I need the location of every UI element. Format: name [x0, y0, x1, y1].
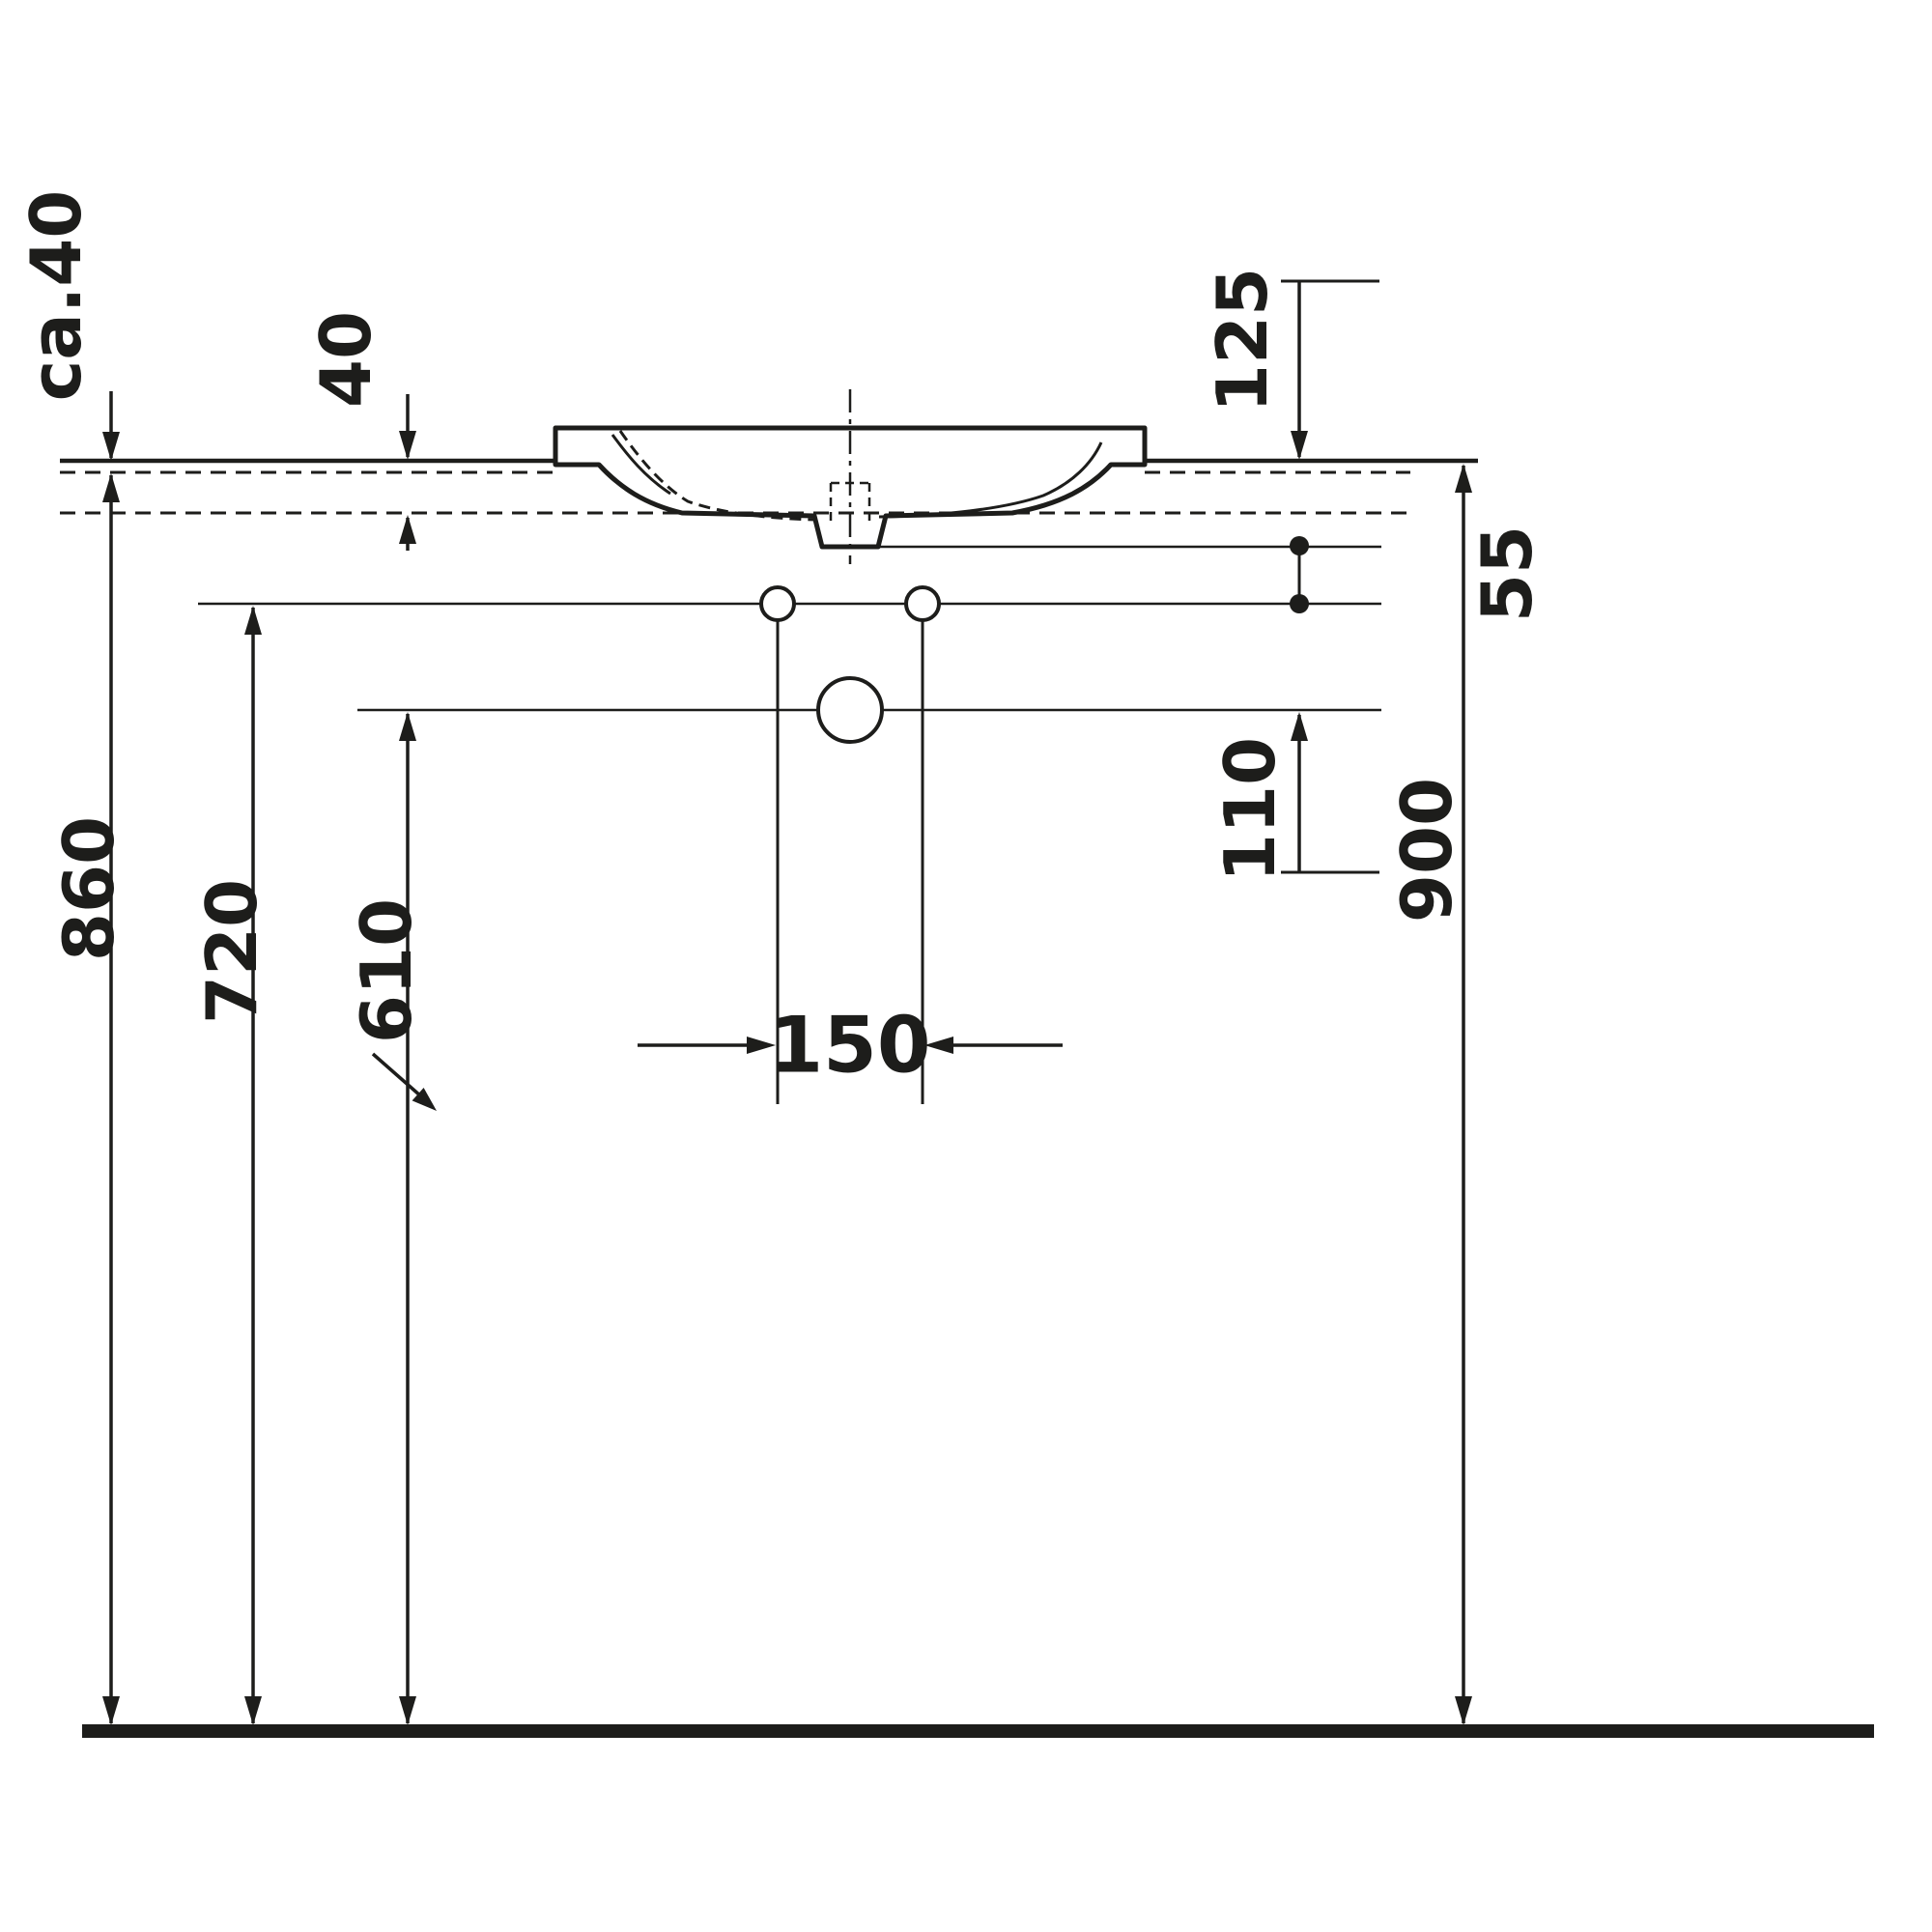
dim-610-down-arrowhead	[399, 1696, 416, 1725]
dim-610: 610	[346, 712, 427, 1725]
tap-hole-right-circle	[904, 585, 941, 622]
dim-610-up-arrowhead	[399, 712, 416, 741]
sink-inner-bowl-right	[878, 441, 1103, 519]
dim-125-arrowhead	[1291, 431, 1308, 460]
dim-label-40: 40	[305, 311, 386, 408]
dim-110: 110	[1209, 712, 1379, 882]
dim-55-upper-dot	[1290, 536, 1309, 555]
dim-40-up-arrowhead	[399, 515, 416, 544]
dim-label-900: 900	[1386, 778, 1467, 923]
dim-label-860: 860	[48, 816, 129, 961]
tap-hole-left-circle	[759, 585, 796, 622]
dim-55: 55	[1290, 526, 1548, 622]
dim-720-up-arrowhead	[244, 606, 262, 635]
drain-outlet-circle	[816, 676, 884, 744]
dim-150: 150	[638, 604, 1063, 1104]
dim-150-right-arrowhead	[924, 1037, 953, 1054]
dim-720-down-arrowhead	[244, 1696, 262, 1725]
drain-direction-arrowhead	[412, 1088, 437, 1111]
dim-ca40-arrowhead	[102, 432, 120, 461]
dim-110-arrowhead	[1291, 712, 1308, 741]
dim-label-ca40: ca.40	[15, 190, 97, 402]
dim-900-up-arrowhead	[1455, 464, 1472, 493]
dim-40: 40	[305, 311, 416, 551]
dim-label-55: 55	[1466, 526, 1548, 622]
countertop-lines	[60, 458, 1478, 474]
dim-125: 125	[1202, 268, 1379, 460]
dim-55-lower-dot	[1290, 594, 1309, 613]
dim-label-150: 150	[770, 1001, 931, 1091]
dim-label-110: 110	[1209, 737, 1291, 882]
sink-inner-bowl-left	[611, 434, 671, 496]
dim-label-125: 125	[1202, 268, 1283, 412]
dim-label-610: 610	[346, 898, 427, 1043]
dim-label-720: 720	[191, 879, 272, 1024]
drain-direction-arrow	[371, 1052, 437, 1111]
dim-860: 860	[48, 473, 129, 1725]
dim-40-down-arrowhead	[399, 431, 416, 460]
dim-860-down-arrowhead	[102, 1696, 120, 1725]
dim-900-down-arrowhead	[1455, 1696, 1472, 1725]
dim-860-up-arrowhead	[102, 473, 120, 502]
dim-720: 720	[191, 606, 272, 1725]
sink-cross-section	[553, 389, 1148, 564]
dim-ca40: ca.40	[15, 190, 120, 461]
dim-900: 900	[1386, 464, 1472, 1725]
drain-direction-arrow-line	[371, 1052, 423, 1098]
sink-inner-hidden-left	[618, 430, 818, 522]
dim-150-left-arrowhead	[747, 1037, 776, 1054]
